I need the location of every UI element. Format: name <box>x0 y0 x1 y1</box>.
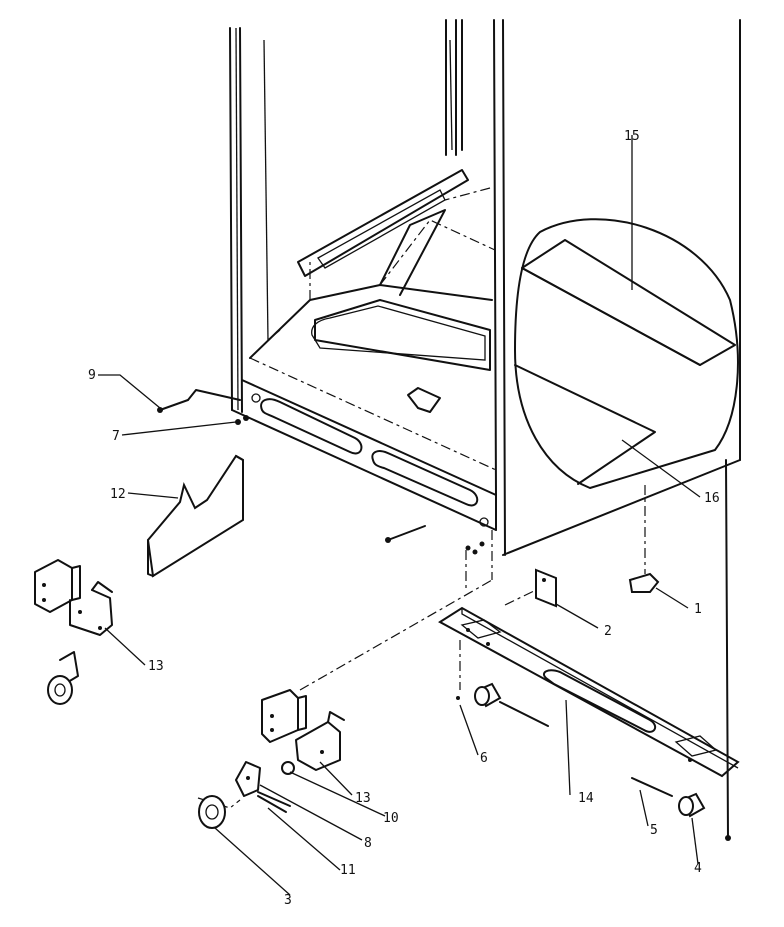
callout-6: 6 <box>480 751 488 766</box>
leader-lines <box>98 135 701 896</box>
screws-left <box>157 389 249 425</box>
callout-13-right: 13 <box>355 791 371 806</box>
callout-13-left: 13 <box>148 659 164 674</box>
caster-assembly <box>197 761 295 829</box>
part-2-bracket <box>504 568 557 608</box>
detail-bubble <box>514 218 739 489</box>
part-13-right-bracket <box>261 579 493 771</box>
callout-5: 5 <box>650 823 658 838</box>
callout-10: 10 <box>383 811 399 826</box>
callout-labels: 9 7 12 13 13 10 8 11 3 2 1 14 6 5 4 15 1… <box>88 129 720 908</box>
callout-9: 9 <box>88 368 96 383</box>
callout-16: 16 <box>704 491 720 506</box>
rollers-and-pins <box>456 459 731 841</box>
part-13-left-bracket <box>34 559 113 705</box>
callout-11: 11 <box>340 863 356 878</box>
cabinet-body <box>229 19 741 590</box>
part-14-base-plate <box>438 606 740 778</box>
callout-7: 7 <box>112 429 120 444</box>
part-12-insulation-block <box>146 454 244 578</box>
callout-1: 1 <box>694 602 702 617</box>
callout-15: 15 <box>624 129 640 144</box>
callout-2: 2 <box>604 624 612 639</box>
callout-14: 14 <box>578 791 594 806</box>
callout-12: 12 <box>110 487 126 502</box>
part-1-leveling-leg <box>628 485 660 593</box>
callout-8: 8 <box>364 836 372 851</box>
callout-3: 3 <box>284 893 292 908</box>
callout-4: 4 <box>694 861 702 876</box>
